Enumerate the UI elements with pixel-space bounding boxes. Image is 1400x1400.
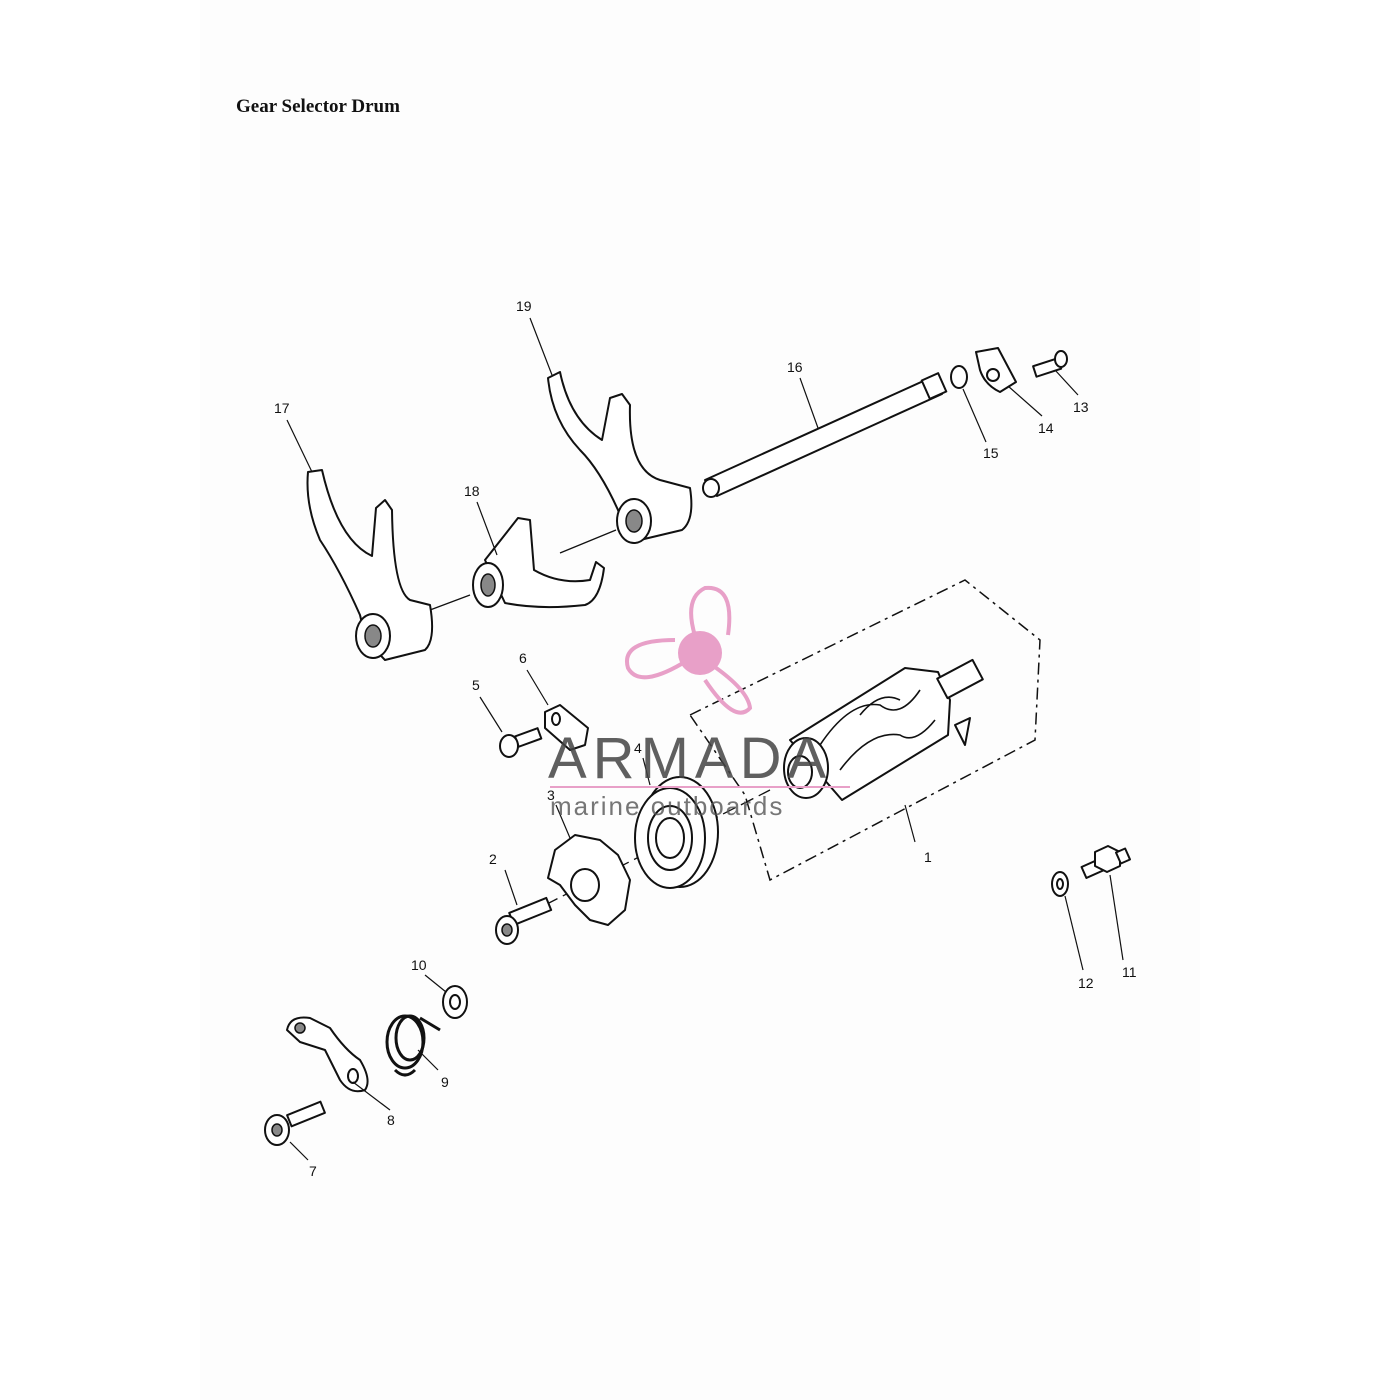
watermark-tagline: marine outboards: [550, 791, 784, 821]
selector-fork-18: [472, 517, 605, 609]
bearing-4: [634, 776, 719, 889]
spring-9: [385, 1014, 441, 1077]
callout-15: 15: [983, 445, 999, 461]
leader-lines: [286, 317, 1124, 1161]
bolt-2: [495, 896, 553, 945]
washer-15: [950, 365, 968, 389]
callout-4: 4: [634, 740, 642, 756]
callout-16: 16: [787, 359, 803, 375]
fork-axis-line: [429, 594, 471, 611]
callout-11: 11: [1122, 964, 1137, 980]
propeller-icon: [625, 585, 753, 715]
callout-12: 12: [1078, 975, 1094, 991]
retaining-plate-6: [544, 704, 589, 751]
star-segment-3: [547, 834, 631, 926]
callout-10: 10: [411, 957, 427, 973]
callout-14: 14: [1038, 420, 1054, 436]
callout-13: 13: [1073, 399, 1089, 415]
retaining-clip-14: [975, 347, 1017, 393]
callout-2: 2: [489, 851, 497, 867]
washer-12: [1051, 871, 1069, 897]
callout-9: 9: [441, 1074, 449, 1090]
selector-fork-19: [547, 371, 693, 544]
detent-arm-8: [286, 1016, 369, 1093]
callout-17: 17: [274, 400, 290, 416]
fork-axis-line-2: [559, 529, 617, 554]
bolt-7: [264, 1100, 326, 1146]
screw-5: [499, 727, 543, 758]
callout-labels: 1 2 3 4 5 6 7 8 9 10 11 12 13 14 15 16 1…: [274, 298, 1137, 1179]
callout-6: 6: [519, 650, 527, 666]
drum-assembly-outline: [688, 579, 1041, 882]
selector-fork-17: [306, 469, 434, 661]
callout-18: 18: [464, 483, 480, 499]
callout-5: 5: [472, 677, 480, 693]
diagram-title: Gear Selector Drum: [236, 96, 400, 117]
callout-7: 7: [309, 1163, 317, 1179]
watermark-brand: ARMADA: [548, 726, 832, 791]
washer-10: [442, 985, 468, 1019]
neutral-switch-11: [1080, 845, 1132, 879]
diagram-sheet: [200, 0, 1200, 1400]
selector-fork-shaft: [702, 372, 948, 498]
callout-8: 8: [387, 1112, 395, 1128]
gear-selector-drum: [783, 658, 984, 801]
watermark: ARMADA marine outboards: [548, 585, 850, 821]
callout-1: 1: [924, 849, 932, 865]
callout-19: 19: [516, 298, 532, 314]
callout-3: 3: [547, 787, 555, 803]
screw-13: [1032, 350, 1068, 378]
